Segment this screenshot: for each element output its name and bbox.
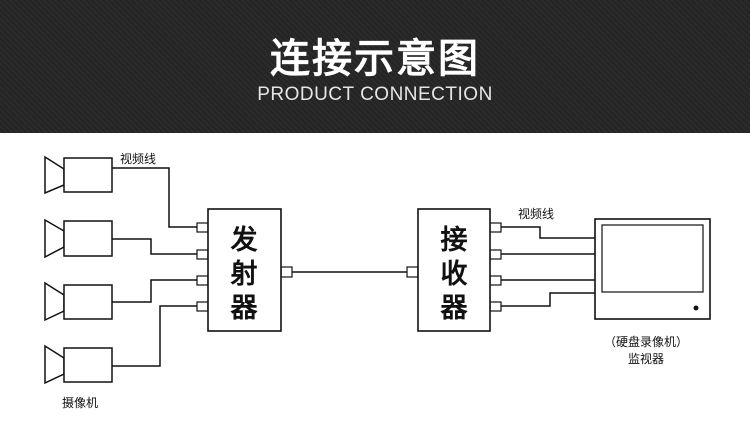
camera-icon [44, 344, 113, 385]
receiver-char: 器 [440, 293, 469, 324]
video-cable-label: 视频线 [120, 152, 157, 166]
video-cable-label: 视频线 [518, 207, 555, 221]
transmitter-box [207, 208, 282, 332]
monitor-label-line1: （硬盘录像机） [604, 335, 689, 349]
receiver-box [417, 208, 491, 332]
camera-icon [44, 155, 113, 195]
transmitter-char: 射 [230, 259, 258, 290]
header-banner: 连接示意图 PRODUCT CONNECTION [0, 0, 750, 133]
page-title: 连接示意图 [270, 36, 480, 82]
camera-icon [44, 218, 113, 259]
monitor-label-line2: 监视器 [628, 352, 665, 366]
receiver-char: 收 [441, 259, 468, 290]
page-subtitle: PRODUCT CONNECTION [257, 84, 493, 105]
receiver-char: 接 [441, 225, 468, 256]
camera-icon [44, 281, 113, 322]
transmitter-char: 发 [230, 224, 258, 256]
monitor-icon [594, 218, 711, 320]
transmitter-char: 器 [230, 293, 259, 324]
cameras-label: 摄像机 [62, 396, 99, 410]
